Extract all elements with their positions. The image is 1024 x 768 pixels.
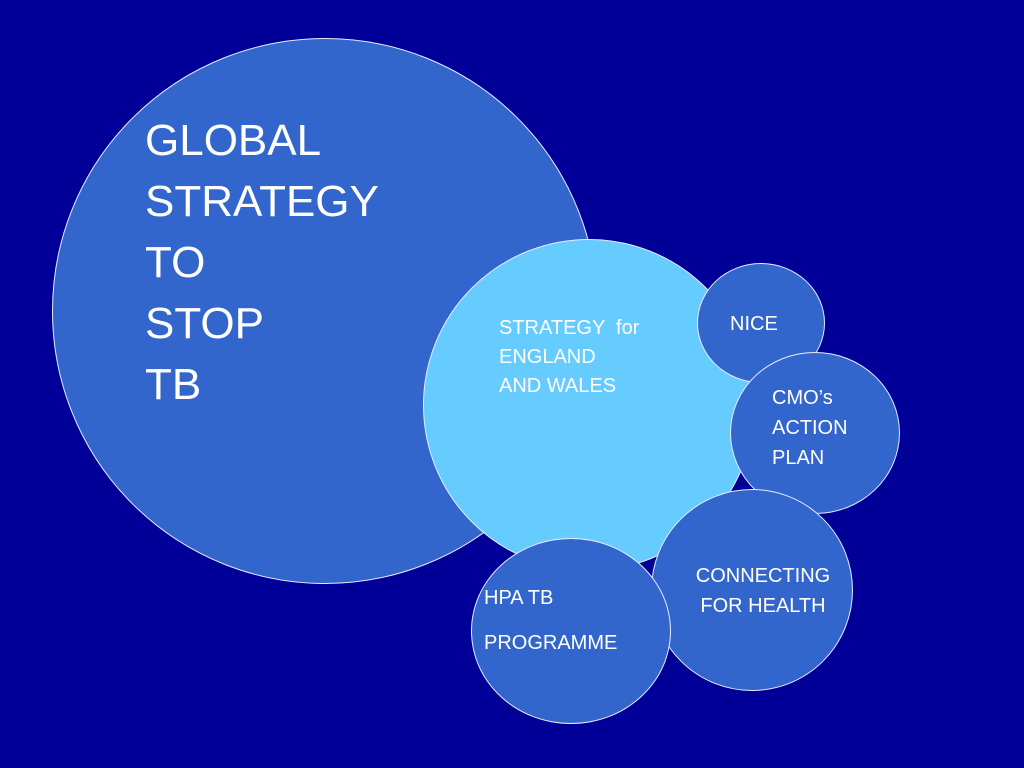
cmo-action-plan-circle bbox=[730, 352, 900, 514]
cmo-line-1: CMO’s bbox=[772, 387, 833, 409]
cmo-action-plan-label: CMO’s ACTION PLAN bbox=[772, 383, 848, 473]
connecting-for-health-label: CONNECTING FOR HEALTH bbox=[662, 561, 864, 621]
hpa-tb-programme-label: HPA TB PROGRAMME bbox=[484, 586, 617, 655]
strategy-line-1: STRATEGY for bbox=[499, 317, 640, 339]
global-line-5: TB bbox=[145, 360, 202, 409]
nice-line-1: NICE bbox=[730, 313, 778, 335]
global-line-3: TO bbox=[145, 238, 206, 287]
hpa-tb-programme-circle bbox=[471, 538, 671, 724]
global-strategy-label: GLOBAL STRATEGY TO STOP TB bbox=[145, 110, 379, 415]
connecting-line-2: FOR HEALTH bbox=[700, 595, 826, 617]
global-line-1: GLOBAL bbox=[145, 116, 322, 165]
england-wales-strategy-label: STRATEGY for ENGLAND AND WALES bbox=[499, 314, 639, 401]
strategy-line-2: ENGLAND bbox=[499, 346, 596, 368]
global-line-4: STOP bbox=[145, 299, 265, 348]
strategy-line-3: AND WALES bbox=[499, 375, 617, 397]
cmo-line-3: PLAN bbox=[772, 447, 825, 469]
hpa-line-2: PROGRAMME bbox=[484, 632, 618, 654]
hpa-line-1: HPA TB bbox=[484, 587, 554, 609]
global-line-2: STRATEGY bbox=[145, 177, 379, 226]
cmo-line-2: ACTION bbox=[772, 417, 848, 439]
nice-label: NICE bbox=[730, 311, 778, 337]
connecting-for-health-circle bbox=[651, 489, 853, 691]
connecting-line-1: CONNECTING bbox=[695, 565, 831, 587]
